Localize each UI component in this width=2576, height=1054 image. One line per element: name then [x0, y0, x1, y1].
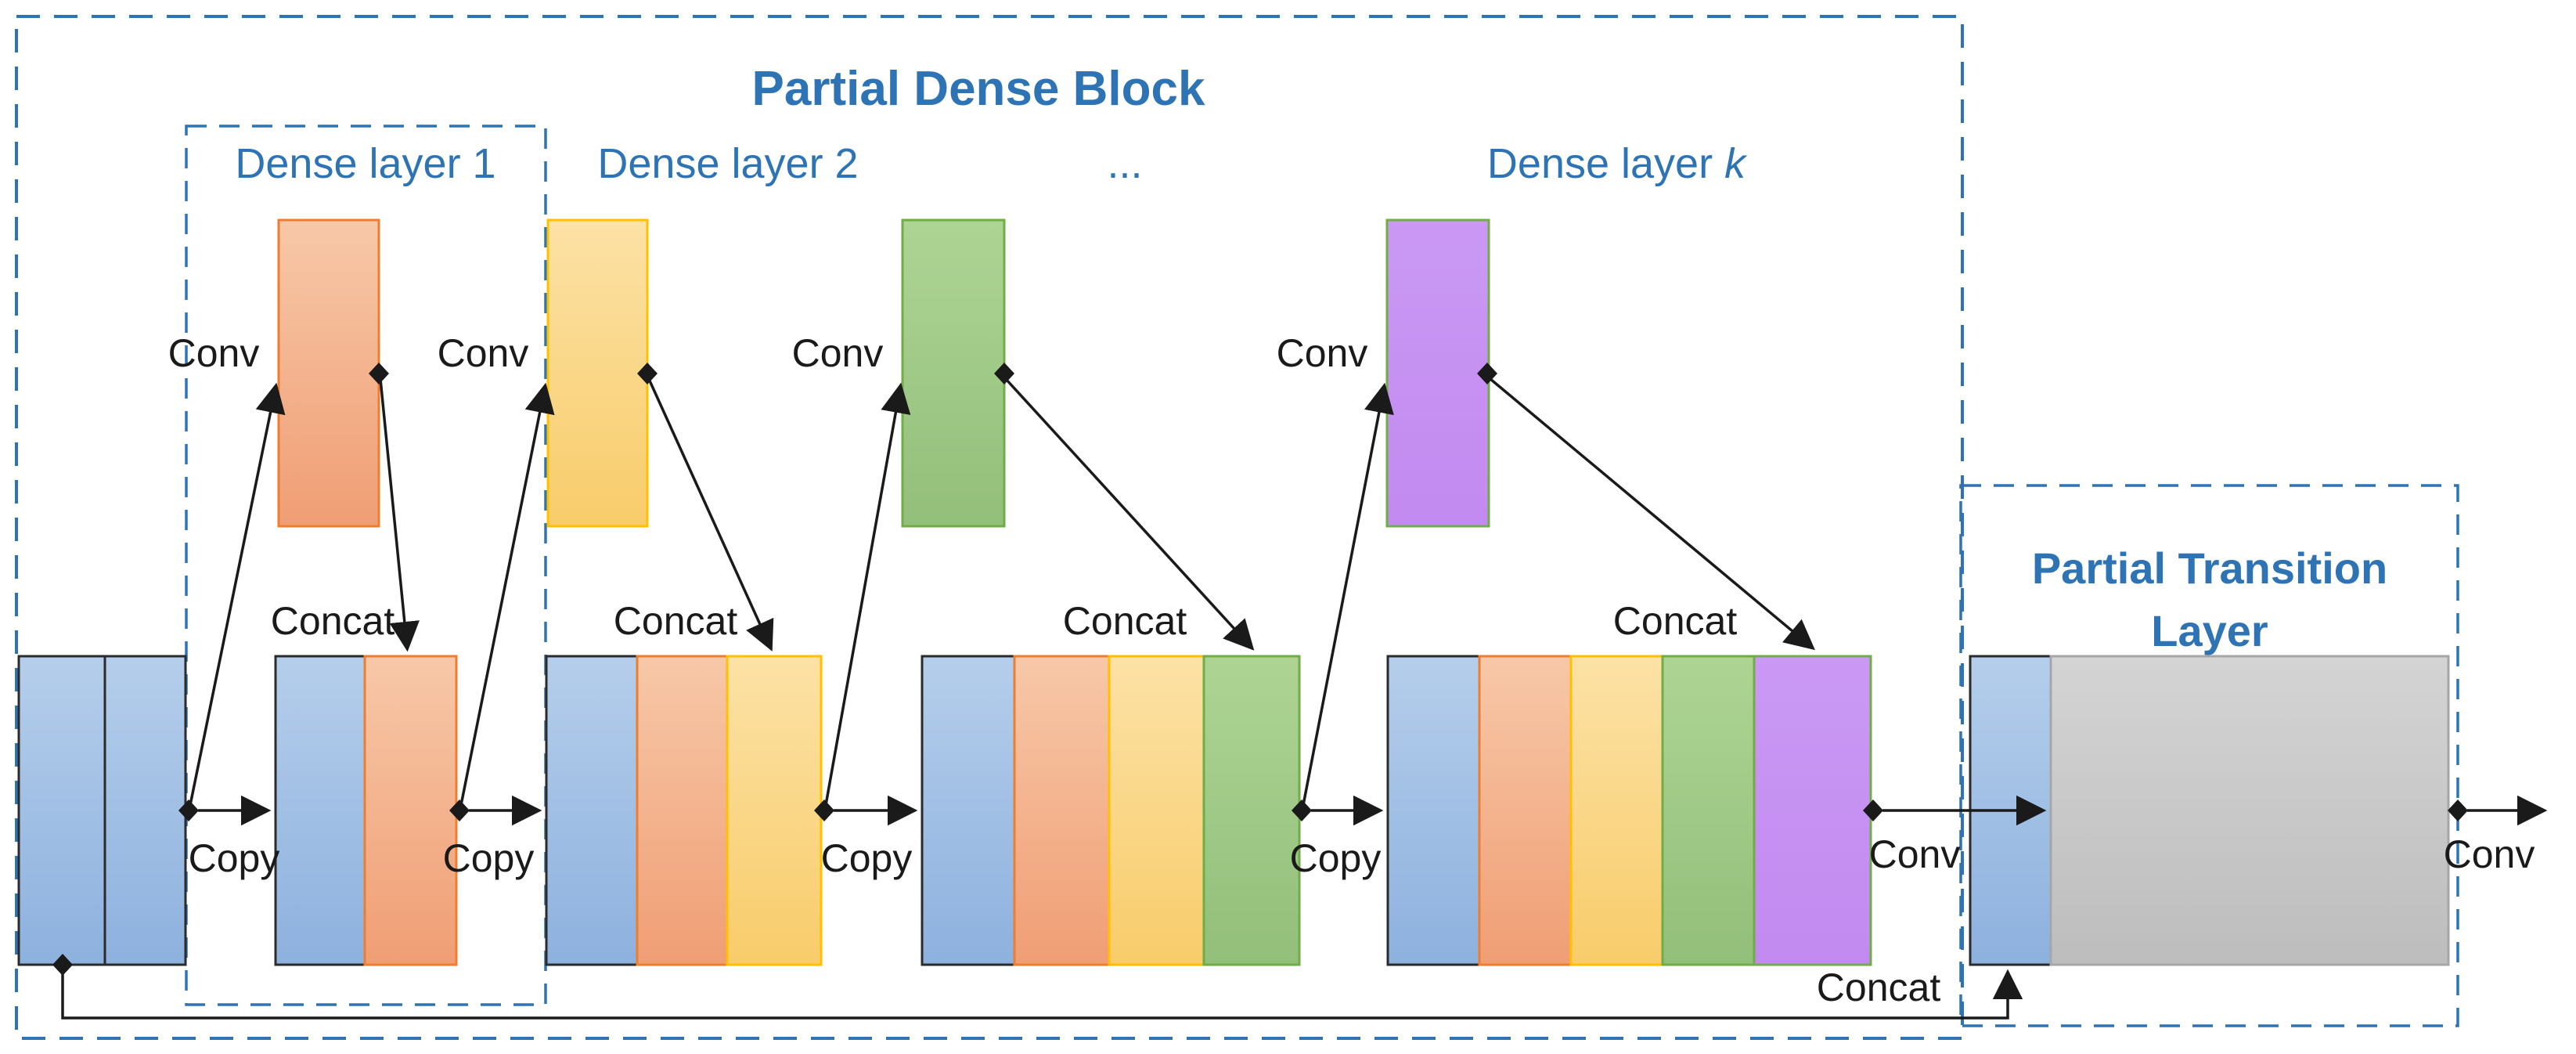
concat-down-arrow-2	[647, 378, 774, 652]
shortcut-concat-path	[61, 969, 2023, 1020]
conv-bar-layerk	[1385, 218, 1490, 528]
split-diamond-3	[814, 800, 834, 821]
conv-up-arrow-4	[1302, 382, 1394, 806]
split-diamond-2	[449, 800, 470, 821]
concat-label-1: Concat	[271, 599, 395, 643]
conv-out-diamond-3	[994, 363, 1014, 384]
partial-transition-title-line2: Layer	[2151, 606, 2268, 655]
conv-out-diamond-1	[369, 363, 389, 384]
junction-diamonds	[52, 363, 2468, 976]
concat-down-arrow-1	[379, 378, 420, 652]
conv-up-arrow-1	[189, 382, 286, 806]
concat4-yellow-bar	[1569, 655, 1664, 966]
split-diamond-1	[178, 800, 199, 821]
conv-label-1: Conv	[168, 331, 260, 375]
copy-label-2: Copy	[443, 836, 535, 880]
concat-label-2: Concat	[614, 599, 738, 643]
conv-label-4: Conv	[1277, 331, 1368, 375]
concat-label-3: Concat	[1063, 599, 1187, 643]
dense-layer-1-box	[185, 125, 547, 1006]
concat2-yellow-bar	[726, 655, 823, 966]
transition-concat-label: Concat	[1817, 966, 1941, 1009]
dense-layer-k-var: k	[1724, 140, 1748, 187]
concat2-blue-bar	[545, 655, 639, 966]
conv-out-diamond-2	[637, 363, 658, 384]
partial-dense-block-title: Partial Dense Block	[752, 62, 1205, 116]
conv-label-2: Conv	[438, 331, 529, 375]
split-diamond-4	[1292, 800, 1312, 821]
dense-layer-k-label: Dense layer k	[1487, 140, 1748, 187]
conv-bar-layer1	[277, 218, 380, 528]
copy-label-1: Copy	[189, 836, 280, 880]
partial-dense-block-box	[15, 15, 1964, 1040]
shortcut-diamond	[52, 954, 73, 976]
conv-out-diamond-4	[1477, 363, 1497, 384]
concat1-orange-bar	[363, 655, 458, 966]
partial-transition-title-line1: Partial Transition	[2032, 543, 2387, 593]
concat-label-4: Concat	[1613, 599, 1738, 643]
conv-up-arrow-2	[459, 382, 555, 806]
input-part-a-bar	[17, 655, 106, 966]
transition-in-diamond	[1863, 800, 1883, 821]
output-conv-label: Conv	[2444, 832, 2535, 876]
concat4-blue-bar	[1386, 655, 1481, 966]
concat-down-arrow-3	[1004, 377, 1255, 651]
dense-layer-k-prefix: Dense layer	[1487, 140, 1724, 187]
copy-label-4: Copy	[1290, 836, 1382, 880]
concat3-blue-bar	[921, 655, 1016, 966]
conv-up-arrow-3	[824, 382, 911, 806]
copy-label-3: Copy	[821, 836, 913, 880]
concat3-yellow-bar	[1108, 655, 1205, 966]
input-part-b-bar	[103, 655, 187, 966]
dense-layer-2-label: Dense layer 2	[597, 140, 858, 187]
concat3-green-bar	[1202, 655, 1301, 966]
concat4-green-bar	[1661, 655, 1756, 966]
dense-layer-1-label: Dense layer 1	[235, 140, 495, 187]
transition-gray-block	[2049, 655, 2450, 966]
concat3-orange-bar	[1013, 655, 1111, 966]
conv-label-3: Conv	[792, 331, 884, 375]
partial-transition-layer-box	[1959, 484, 2459, 1027]
concat1-blue-bar	[274, 655, 366, 966]
concat2-orange-bar	[636, 655, 729, 966]
concat4-orange-bar	[1478, 655, 1573, 966]
transition-out-diamond	[2448, 800, 2468, 821]
transition-conv-label: Conv	[1869, 832, 1961, 876]
conv-bar-layer3	[901, 218, 1006, 528]
concat-down-arrow-4	[1489, 377, 1815, 651]
concat4-purple-bar	[1753, 655, 1872, 966]
conv-bar-layer2	[546, 218, 649, 528]
dense-layer-ellipsis: ...	[1107, 140, 1142, 187]
